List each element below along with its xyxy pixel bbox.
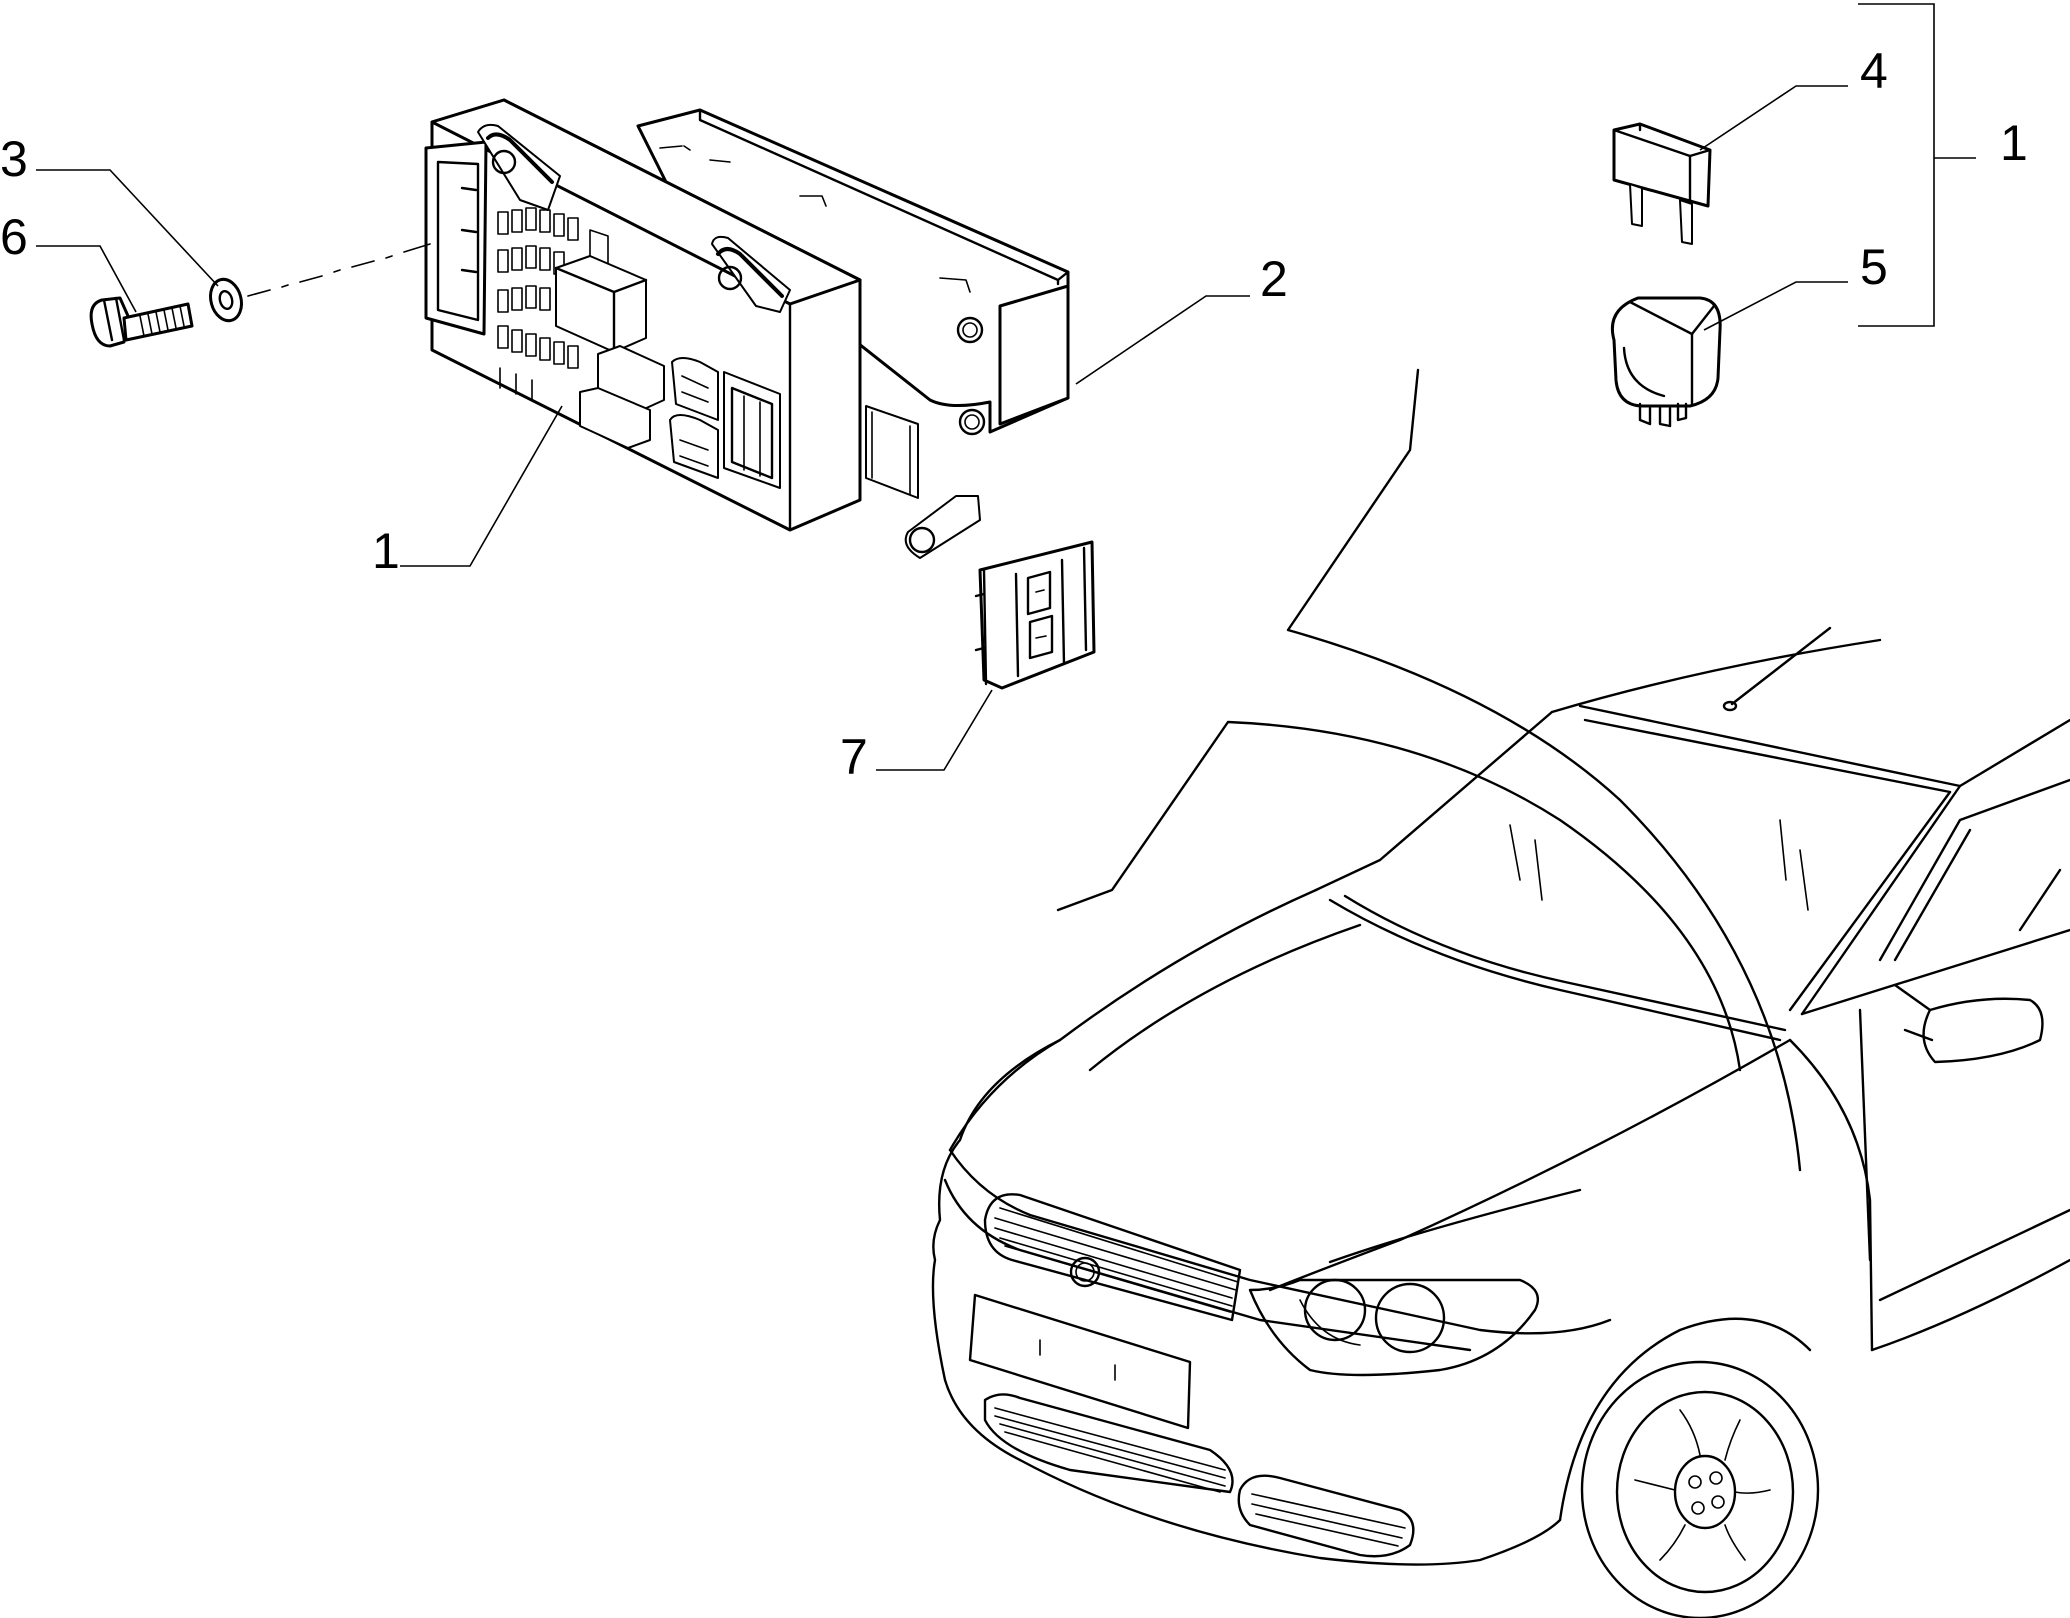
location-guide-lines [1056,368,1802,1172]
bolt-icon [89,296,194,348]
callout-1-left: 1 [372,523,400,579]
callout-2: 2 [1260,251,1288,307]
callout-1-right: 1 [2000,115,2028,171]
leader-lines [36,3,1976,771]
blade-fuse-icon [1612,122,1712,245]
car-illustration [931,626,2070,1618]
washer-icon [209,243,431,323]
callout-6: 6 [0,209,28,265]
callout-3: 3 [0,131,28,187]
callout-labels: 3 6 1 2 7 4 5 1 [0,43,2028,785]
callout-5: 5 [1860,239,1888,295]
mounting-bracket-icon [974,540,1096,690]
fuse-box-assembly [424,98,1070,559]
callout-4: 4 [1860,43,1888,99]
relay-icon [1611,296,1722,428]
callout-7: 7 [840,729,868,785]
